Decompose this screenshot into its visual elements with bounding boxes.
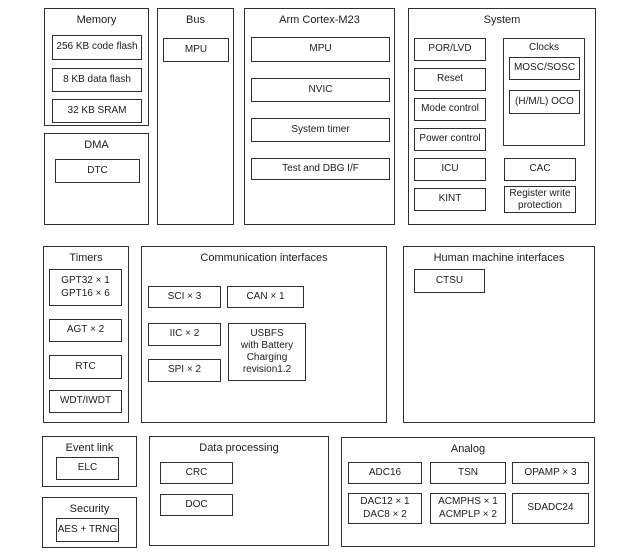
timers-section: Timers GPT32 × 1 GPT16 × 6 AGT × 2 RTC W…	[43, 246, 129, 423]
usbfs-block: USBFS with Battery Charging revision1.2	[228, 323, 306, 381]
bus-section: Bus MPU	[157, 8, 234, 225]
event-link-title: Event link	[65, 442, 114, 454]
data-processing-title: Data processing	[199, 442, 279, 454]
kint-block: KINT	[414, 188, 486, 211]
clocks-group: Clocks MOSC/SOSC (H/M/L) OCO	[503, 38, 585, 146]
sdadc24-block: SDADC24	[512, 493, 589, 524]
acmp-block: ACMPHS × 1 ACMPLP × 2	[430, 493, 506, 524]
aes-trng-block: AES + TRNG	[56, 518, 119, 542]
hmi-title: Human machine interfaces	[433, 252, 565, 264]
system-timer-block: System timer	[251, 118, 390, 142]
cortex-section: Arm Cortex-M23 MPU NVIC System timer Tes…	[244, 8, 395, 225]
dtc-block: DTC	[55, 159, 140, 183]
nvic-block: NVIC	[251, 78, 390, 102]
communication-title: Communication interfaces	[200, 252, 328, 264]
iic-block: IIC × 2	[148, 323, 221, 346]
reset-block: Reset	[414, 68, 486, 91]
power-control-block: Power control	[414, 128, 486, 151]
elc-block: ELC	[56, 457, 119, 480]
rtc-block: RTC	[49, 355, 122, 379]
security-section: Security AES + TRNG	[42, 497, 137, 548]
dac-block: DAC12 × 1 DAC8 × 2	[348, 493, 422, 524]
gpt-block: GPT32 × 1 GPT16 × 6	[49, 269, 122, 306]
doc-block: DOC	[160, 494, 233, 516]
cortex-mpu-block: MPU	[251, 37, 390, 62]
tsn-block: TSN	[430, 462, 506, 484]
sram-block: 32 KB SRAM	[52, 99, 142, 123]
wdt-iwdt-block: WDT/IWDT	[49, 390, 122, 413]
code-flash-block: 256 KB code flash	[52, 35, 142, 60]
timers-title: Timers	[69, 252, 103, 264]
data-processing-section: Data processing CRC DOC	[149, 436, 329, 546]
oco-block: (H/M/L) OCO	[509, 90, 580, 114]
analog-title: Analog	[450, 443, 486, 455]
security-title: Security	[69, 503, 110, 515]
data-flash-block: 8 KB data flash	[52, 68, 142, 92]
crc-block: CRC	[160, 462, 233, 484]
dma-title: DMA	[84, 139, 109, 151]
system-section: System POR/LVD Reset Mode control Power …	[408, 8, 596, 225]
communication-section: Communication interfaces SCI × 3 CAN × 1…	[141, 246, 387, 423]
mode-control-block: Mode control	[414, 98, 486, 121]
clocks-title: Clocks	[528, 42, 559, 53]
cac-block: CAC	[504, 158, 576, 181]
spi-block: SPI × 2	[148, 359, 221, 382]
mosc-sosc-block: MOSC/SOSC	[509, 57, 580, 80]
opamp-block: OPAMP × 3	[512, 462, 589, 484]
dma-section: DMA DTC	[44, 133, 149, 225]
analog-section: Analog ADC16 TSN OPAMP × 3 DAC12 × 1 DAC…	[341, 437, 595, 547]
sci-block: SCI × 3	[148, 286, 221, 308]
bus-title: Bus	[186, 14, 205, 26]
event-link-section: Event link ELC	[42, 436, 137, 487]
hmi-section: Human machine interfaces CTSU	[403, 246, 595, 423]
system-title: System	[483, 14, 521, 26]
bus-mpu-block: MPU	[163, 38, 229, 62]
ctsu-block: CTSU	[414, 269, 485, 293]
test-dbg-block: Test and DBG I/F	[251, 158, 390, 180]
icu-block: ICU	[414, 158, 486, 181]
memory-section: Memory 256 KB code flash 8 KB data flash…	[44, 8, 149, 126]
cortex-title: Arm Cortex-M23	[279, 14, 360, 26]
register-write-protection-block: Register write protection	[504, 186, 576, 213]
adc16-block: ADC16	[348, 462, 422, 484]
can-block: CAN × 1	[227, 286, 304, 308]
por-lvd-block: POR/LVD	[414, 38, 486, 61]
agt-block: AGT × 2	[49, 319, 122, 342]
memory-title: Memory	[76, 14, 117, 26]
